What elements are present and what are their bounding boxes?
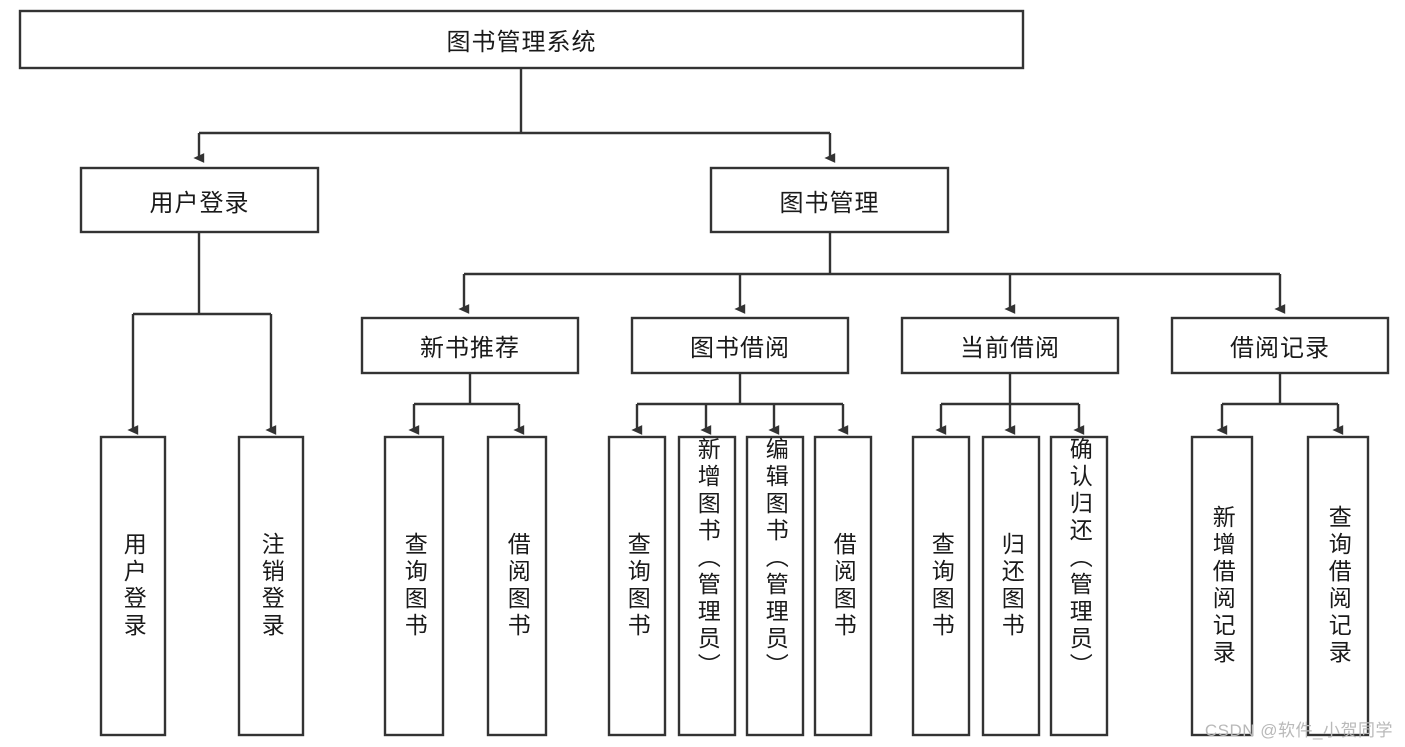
leaf-current-borrow-3-box[interactable]: [1049, 435, 1109, 737]
leaf-current-borrow-2-box[interactable]: [981, 435, 1041, 737]
leaf-book-borrow-4-box[interactable]: [813, 435, 873, 737]
leaf-borrow-record-1-box[interactable]: [1190, 435, 1254, 737]
leaf-user-login-2-box[interactable]: [237, 435, 305, 737]
leaf-new-book-2-box[interactable]: [486, 435, 548, 737]
node-new-book-recommend-box[interactable]: [360, 316, 580, 375]
leaf-user-login-1-box[interactable]: [99, 435, 167, 737]
leaf-book-borrow-1-box[interactable]: [607, 435, 667, 737]
leaf-borrow-record-2-box[interactable]: [1306, 435, 1370, 737]
node-borrow-record-box[interactable]: [1170, 316, 1390, 375]
node-book-manage-box[interactable]: [709, 166, 950, 234]
node-current-borrow-box[interactable]: [900, 316, 1120, 375]
leaf-book-borrow-3-box[interactable]: [745, 435, 805, 737]
node-user-login-box[interactable]: [79, 166, 320, 234]
node-root-box[interactable]: [18, 9, 1025, 70]
node-book-borrow-box[interactable]: [630, 316, 850, 375]
leaf-current-borrow-1-box[interactable]: [911, 435, 971, 737]
leaf-new-book-1-box[interactable]: [383, 435, 445, 737]
leaf-book-borrow-2-box[interactable]: [677, 435, 737, 737]
